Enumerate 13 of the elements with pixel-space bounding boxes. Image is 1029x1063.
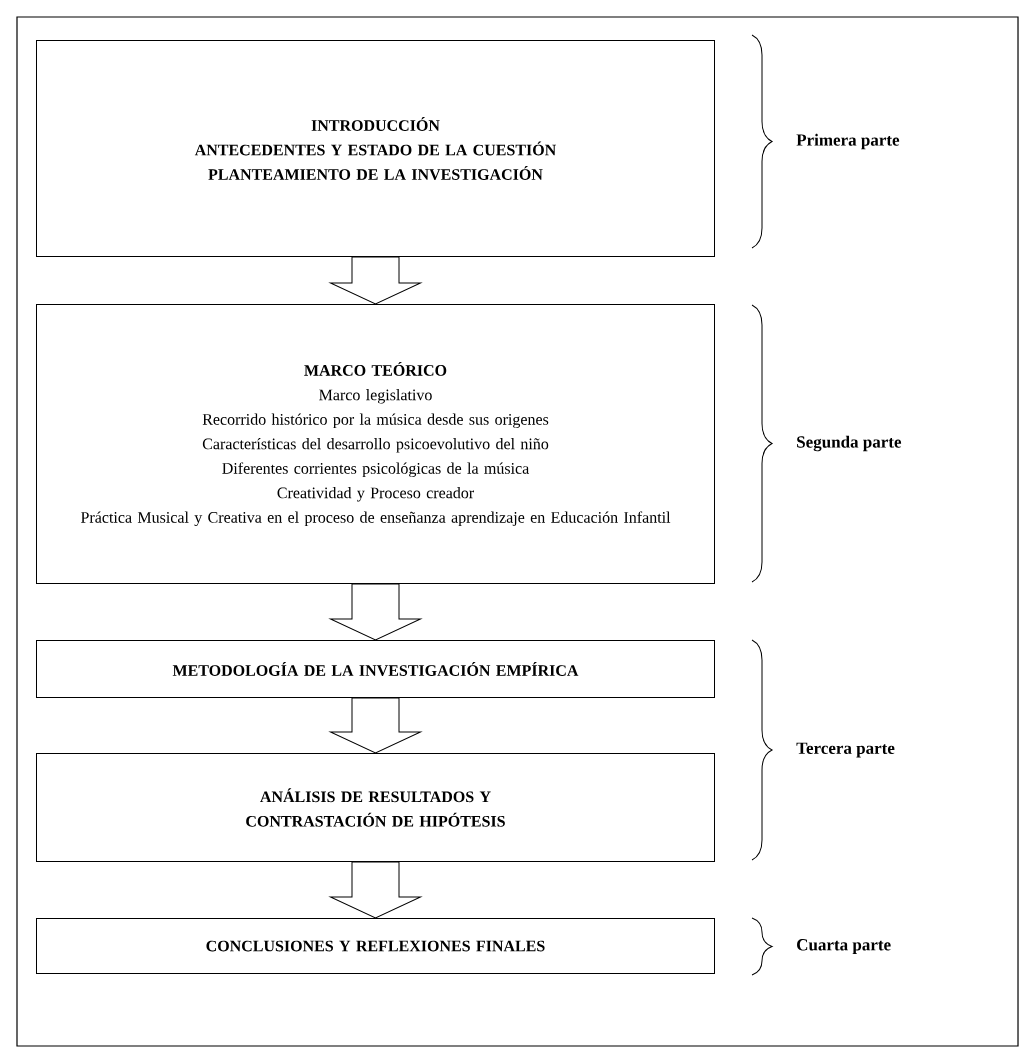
section-box: ANÁLISIS DE RESULTADOS Y CONTRASTACIÓN DE HIPÓTESIS [36,753,715,862]
section-label: Cuarta parte [797,939,891,954]
section-label: Primera parte [796,133,900,150]
section-label: Tercera parte [796,742,895,758]
section-box: METODOLOGÍA DE LA INVESTIGACIÓN EMPÍRICA [36,640,715,698]
section-box: CONCLUSIONES Y REFLEXIONES FINALES [36,918,715,974]
section-box: MARCO TEÓRICO Marco legislativo Recorrido histórico por la música desde sus origenes Características del desarrollo psicoevolutivo del niño Diferentes corrientes psicológicas de la música Creatividad y Proceso creador Práctica Musical y Creativa en el proceso de enseñanza aprendizaje en Educación Infantil [36,304,715,584]
block-arrow [330,256,421,305]
block-arrow [330,583,421,641]
section-box: INTRODUCCIÓN ANTECEDENTES Y ESTADO DE LA CUESTIÓN PLANTEAMIENTO DE LA INVESTIGACIÓN [36,40,715,257]
block-arrow [330,697,421,754]
section-label: Segunda parte [797,435,902,452]
block-arrow [330,861,421,919]
